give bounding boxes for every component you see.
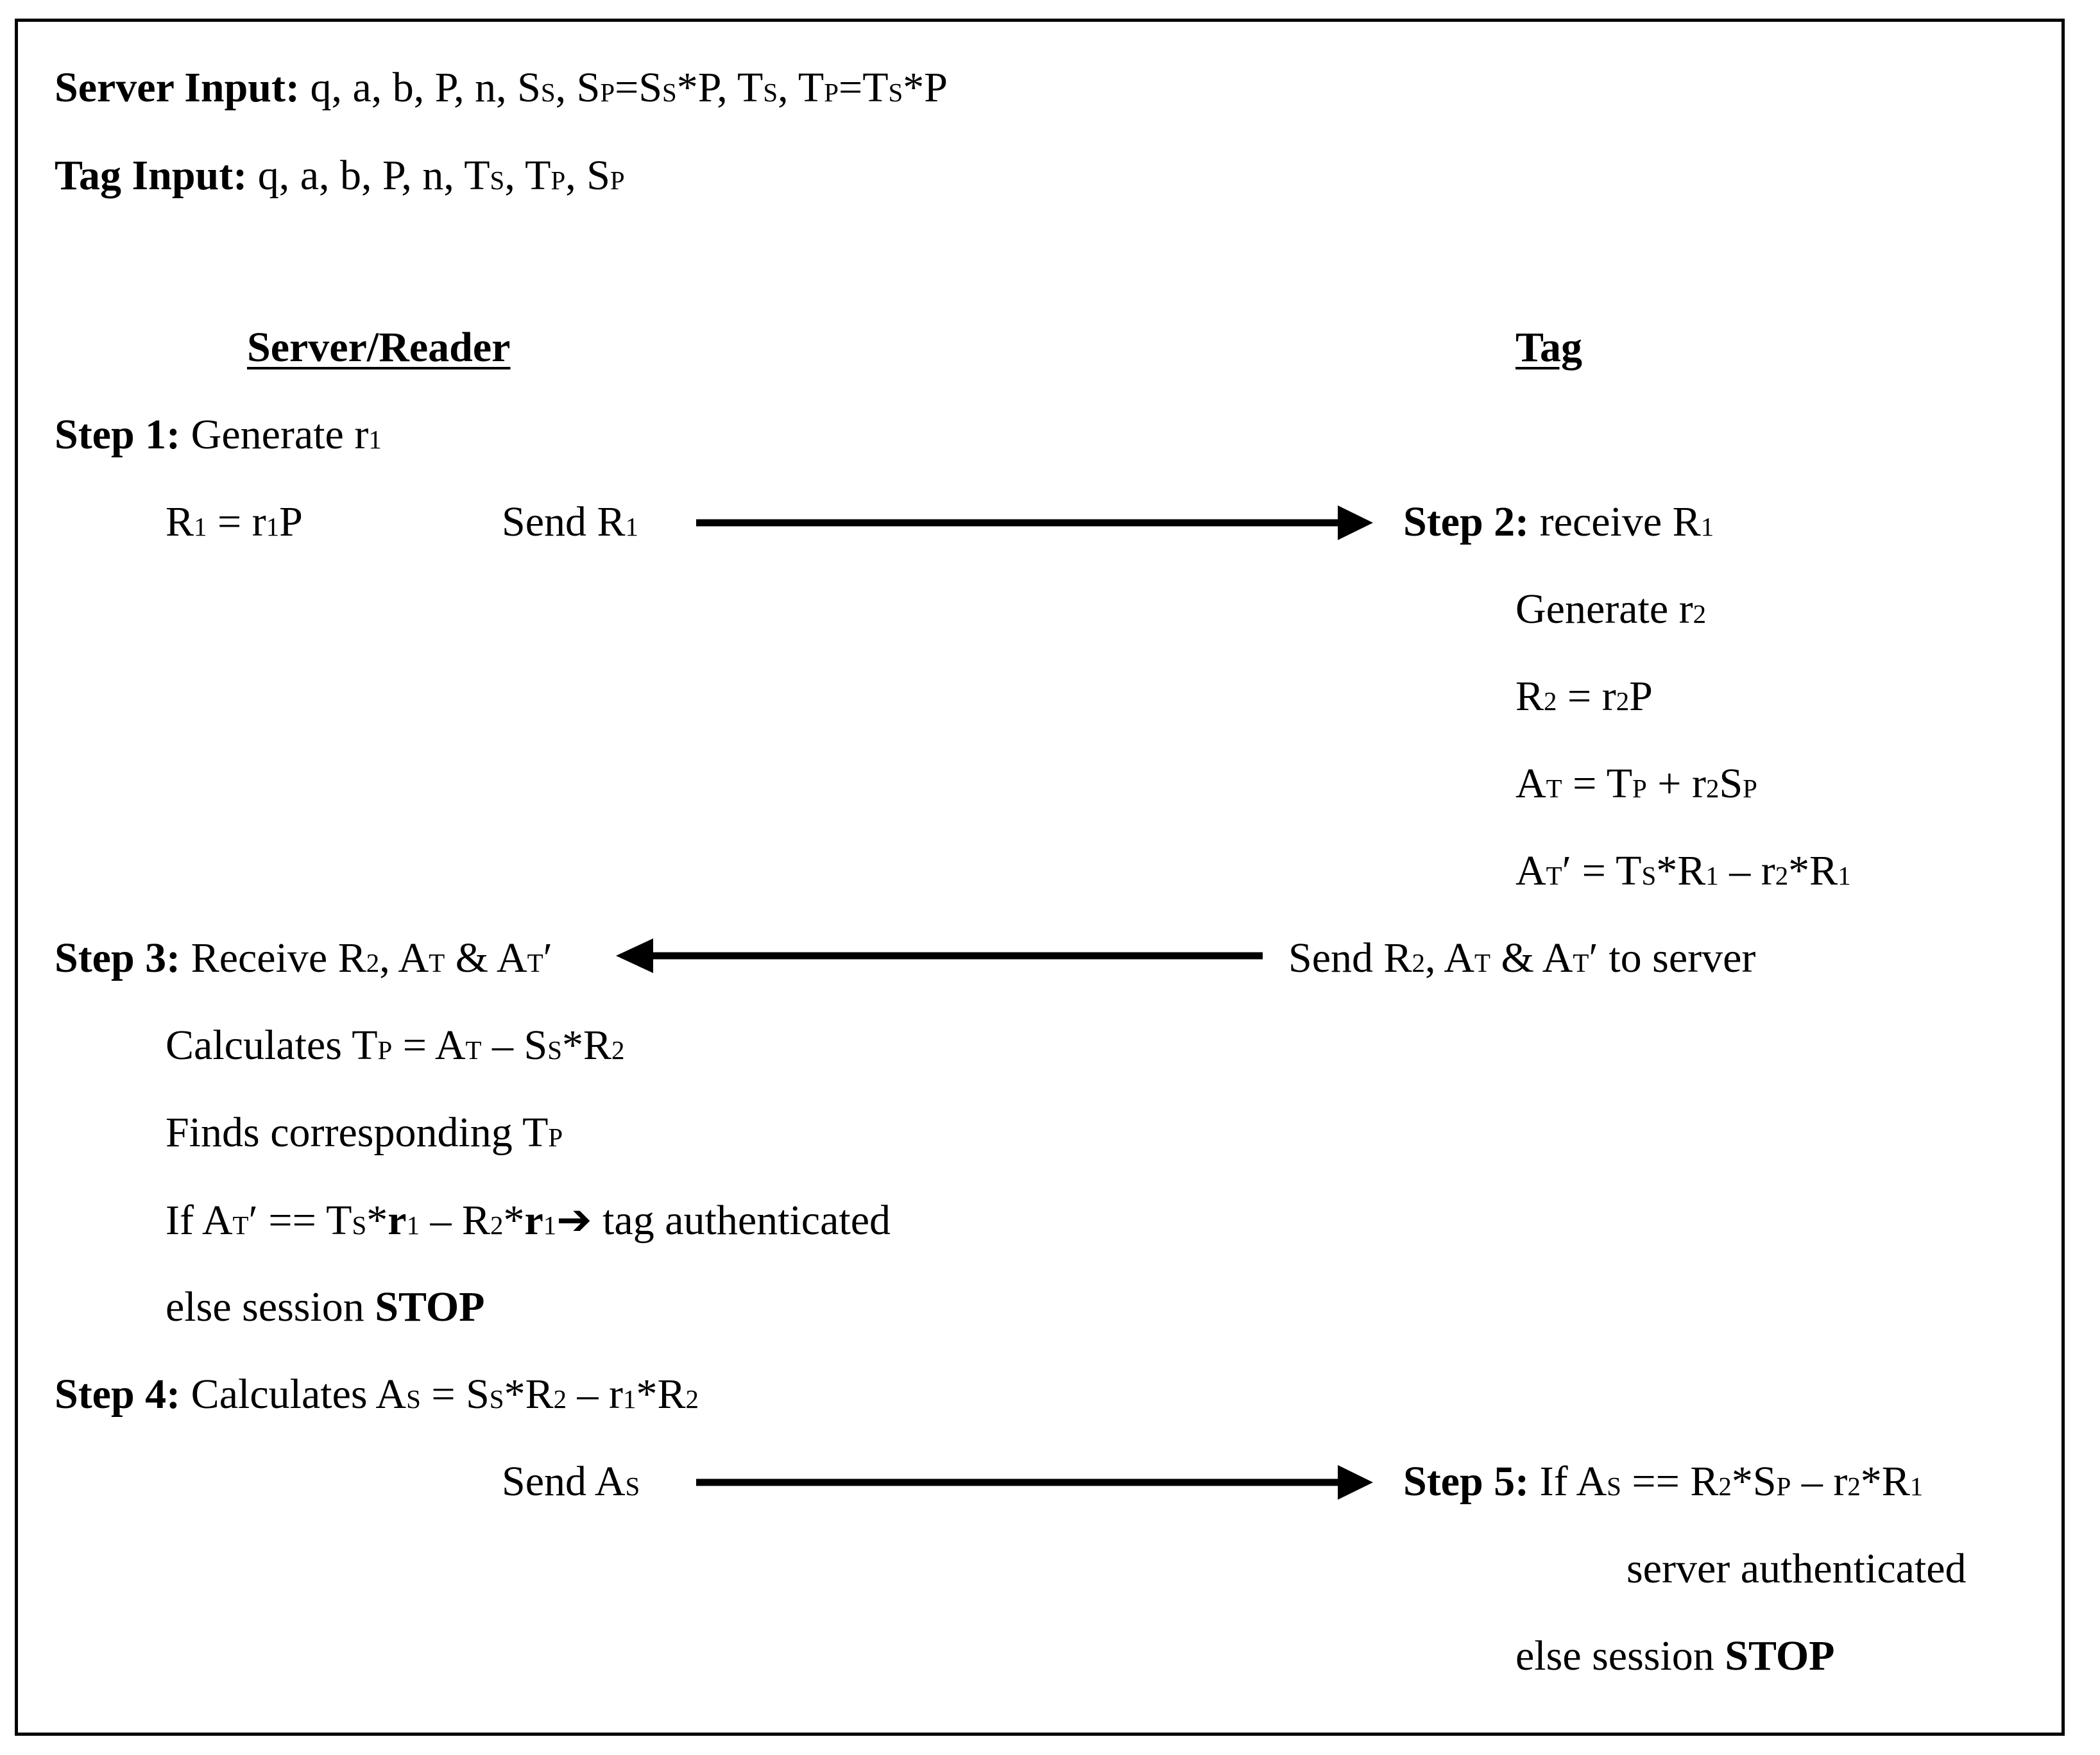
step5-label: Step 5:: [1403, 1458, 1530, 1505]
step1-line: Step 1: Generate r1: [55, 411, 382, 458]
step5-server-authenticated: server authenticated: [1626, 1545, 1967, 1592]
tag-input-line: Tag Input: q, a, b, P, n, TS, TP, SP: [55, 152, 625, 199]
step3-label: Step 3:: [55, 935, 181, 981]
step1-send-r1: Send R1: [502, 498, 638, 545]
implies-arrow-icon: ➔: [556, 1195, 592, 1244]
step3-if-condition: If AT′ == TS*r1 – R2*r1➔ tag authenticat…: [166, 1195, 891, 1244]
step2-generate-r2: Generate r2: [1515, 586, 1707, 632]
server-input-label: Server Input:: [55, 64, 300, 111]
step4-line: Step 4: Calculates AS = SS*R2 – r1*R2: [55, 1371, 699, 1418]
arrow-as-to-tag: [696, 1465, 1373, 1500]
step4-send-as: Send AS: [502, 1458, 640, 1505]
step2-send-to-server: Send R2, AT & AT′ to server: [1288, 935, 1756, 981]
step2-at-prime-formula: AT′ = TS*R1 – r2*R1: [1515, 847, 1851, 894]
step5-line: Step 5: If AS == R2*SP – r2*R1: [1403, 1458, 1924, 1505]
step2-r2-formula: R2 = r2P: [1515, 673, 1653, 720]
server-input-line: Server Input: q, a, b, P, n, SS, SP=SS*P…: [55, 64, 948, 111]
step3-finds-tp: Finds corresponding TP: [166, 1109, 563, 1156]
step2-label: Step 2:: [1403, 498, 1530, 545]
step1-label: Step 1:: [55, 411, 181, 458]
step2-line: Step 2: receive R1: [1403, 498, 1714, 545]
step3-line: Step 3: Receive R2, AT & AT′: [55, 935, 553, 981]
tag-header: Tag: [1515, 324, 1582, 371]
step3-calculates-tp: Calculates TP = AT – SS*R2: [166, 1022, 625, 1069]
step5-else-stop: else session STOP: [1515, 1632, 1835, 1679]
step4-label: Step 4:: [55, 1371, 181, 1418]
server-reader-header: Server/Reader: [247, 324, 511, 371]
arrow-tag-to-server: [616, 938, 1263, 973]
tag-input-label: Tag Input:: [55, 152, 248, 199]
step3-else-stop: else session STOP: [166, 1284, 485, 1330]
arrow-r1-to-tag: [696, 505, 1373, 540]
step1-r1-formula: R1 = r1P: [166, 498, 303, 545]
step2-at-formula: AT = TP + r2SP: [1515, 760, 1757, 807]
diagram-border: [15, 19, 2065, 1736]
